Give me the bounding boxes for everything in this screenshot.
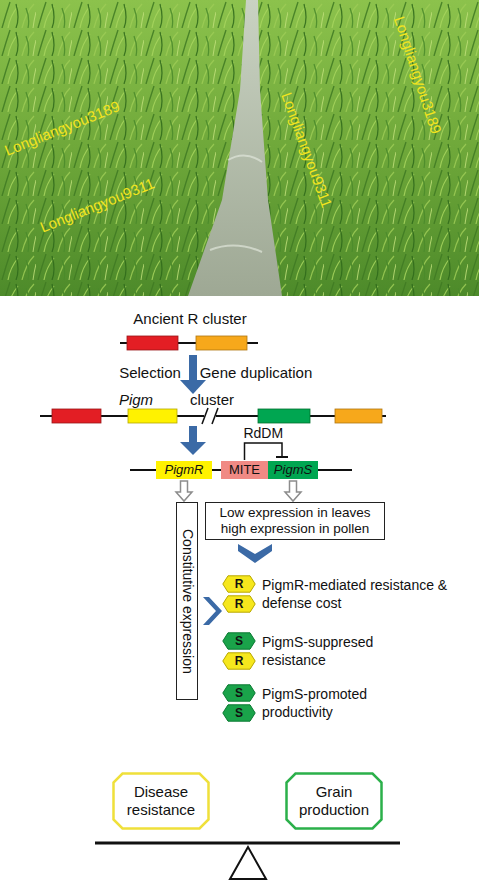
- gene-name: Pigm: [119, 390, 153, 409]
- node-text: S: [235, 686, 243, 701]
- node-content: Disease resistance: [112, 772, 210, 830]
- connector: [176, 481, 192, 501]
- node-text: S: [235, 706, 243, 721]
- hollow-arrow: [285, 481, 301, 501]
- node-text: R: [235, 597, 244, 612]
- node-text: R: [235, 577, 244, 592]
- gene-box: [127, 336, 178, 350]
- fulcrum-triangle: [230, 847, 266, 879]
- gene-box: [52, 409, 101, 423]
- node-content: R: [222, 595, 256, 613]
- allele-hexagon: R: [222, 575, 256, 593]
- balance-beam: [95, 842, 400, 845]
- node-content: R: [222, 575, 256, 593]
- node-content: Constitutive expression: [177, 503, 197, 699]
- node-content: PigmR: [156, 461, 212, 479]
- effect-note: PigmR-mediated resistance & defense cost: [262, 576, 452, 612]
- node-content: S: [222, 704, 256, 722]
- allele-hexagon: S: [222, 632, 256, 650]
- notched-box-shape: [114, 774, 209, 829]
- hexagon-shape: [223, 633, 255, 649]
- node-content: S: [222, 632, 256, 650]
- allele-hexagon: R: [222, 652, 256, 670]
- hexagon-shape: [223, 596, 255, 612]
- chevron-right: [203, 597, 222, 625]
- node-text: PigmR: [164, 462, 203, 478]
- node-text: PigmS: [274, 462, 312, 478]
- node-text: Constitutive expression: [179, 529, 196, 674]
- node-content: PigmS: [268, 461, 318, 479]
- expression-box: Low expression in leaves high expression…: [205, 502, 385, 540]
- water-reflection: [210, 155, 262, 252]
- chevron-down: [238, 544, 272, 563]
- process-label: Gene duplication: [200, 363, 313, 382]
- node-text: S: [235, 634, 243, 649]
- hexagon-shape: [223, 576, 255, 592]
- node-content: S: [222, 684, 256, 702]
- arrow-shaft: [189, 426, 197, 442]
- outcome-box: Grain production: [285, 772, 383, 830]
- cluster-label: cluster: [190, 390, 234, 409]
- node-text: Disease resistance: [115, 783, 207, 819]
- node-text: R: [235, 654, 244, 669]
- node-text: MITE: [229, 462, 260, 478]
- arrow-shaft: [189, 355, 197, 380]
- gene-box: [258, 409, 310, 423]
- variety-label: Longliangyou3189: [390, 14, 446, 136]
- variety-label: Longliangyou9311: [277, 90, 336, 211]
- gene-box: PigmS: [268, 461, 318, 479]
- gene-box: [335, 409, 382, 423]
- connector: [245, 443, 289, 460]
- variety-label: Longliangyou3189: [2, 96, 123, 160]
- effect-note: PigmS-suppresed resistance: [262, 633, 412, 669]
- water-channel: [188, 0, 282, 296]
- effect-note: PigmS-promoted productivity: [262, 685, 412, 721]
- outcome-box: Disease resistance: [112, 772, 210, 830]
- connector: [285, 481, 301, 501]
- process-label: Selection: [119, 363, 181, 382]
- edge-label: RdDM: [243, 425, 283, 442]
- gene-box: [196, 336, 247, 350]
- diagram-background: [0, 296, 479, 891]
- allele-hexagon: S: [222, 684, 256, 702]
- notched-box-shape: [287, 774, 382, 829]
- hollow-arrow: [176, 481, 192, 501]
- inhibition-bar: [276, 456, 288, 458]
- node-content: R: [222, 652, 256, 670]
- allele-hexagon: R: [222, 595, 256, 613]
- break-mark: [202, 408, 208, 424]
- allele-hexagon: S: [222, 704, 256, 722]
- inhibition-bracket: [245, 443, 283, 460]
- node-content: Low expression in leaves high expression…: [206, 503, 384, 539]
- break-mark: [212, 408, 218, 424]
- node-content: MITE: [221, 461, 268, 479]
- mite-box: MITE: [221, 461, 268, 479]
- gene-box: PigmR: [156, 461, 212, 479]
- node-text: Grain production: [288, 783, 380, 819]
- rice-plants: [0, 0, 479, 296]
- arrow-head: [180, 442, 206, 455]
- variety-label: Longliangyou9311: [37, 173, 157, 236]
- node-text: Low expression in leaves high expression…: [209, 505, 381, 538]
- node-content: Grain production: [285, 772, 383, 830]
- cluster-title: Ancient R cluster: [133, 309, 246, 328]
- hexagon-shape: [223, 685, 255, 701]
- gene-box: [128, 409, 177, 423]
- hexagon-shape: [223, 653, 255, 669]
- hexagon-shape: [223, 705, 255, 721]
- expression-box: Constitutive expression: [176, 502, 198, 700]
- field-photo: [0, 0, 479, 296]
